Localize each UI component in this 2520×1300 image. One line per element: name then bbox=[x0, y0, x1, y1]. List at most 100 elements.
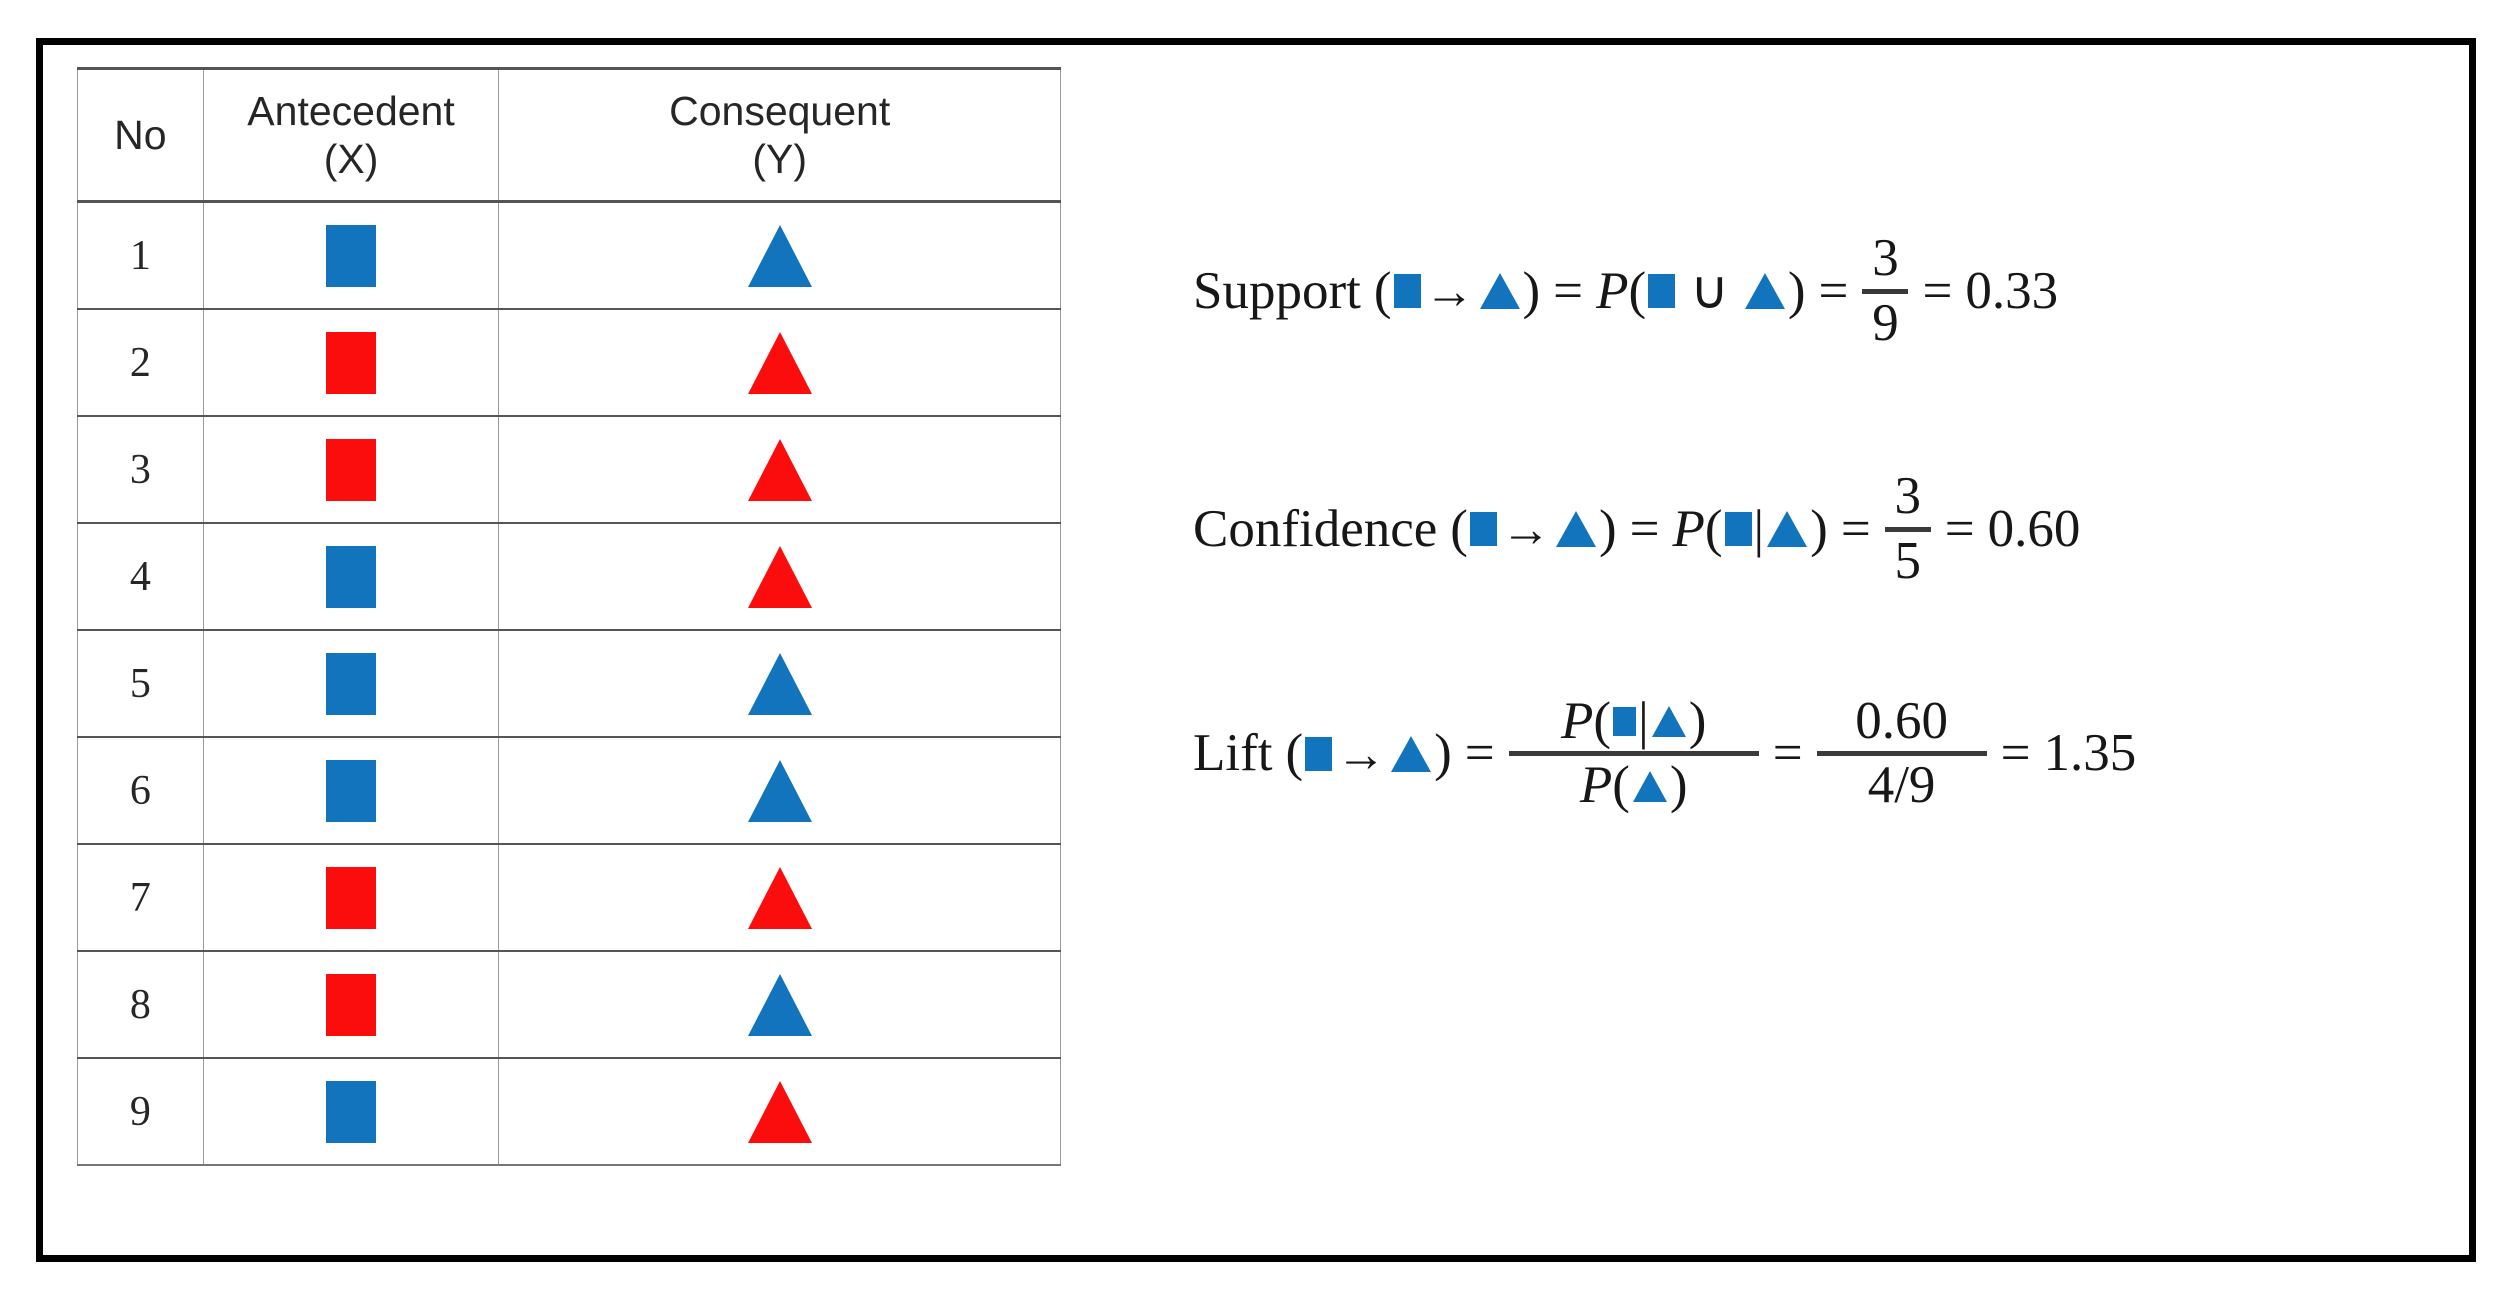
confidence-result: 0.60 bbox=[1987, 499, 2081, 558]
cell-antecedent bbox=[202, 736, 500, 845]
row-number-label: 4 bbox=[129, 553, 151, 600]
row-number-label: 3 bbox=[129, 446, 151, 493]
row-number-label: 9 bbox=[129, 1088, 151, 1135]
red-triangle-icon bbox=[747, 545, 812, 608]
lift-value-fraction: 0.60 4/9 bbox=[1816, 691, 1987, 814]
lift-den-close-paren: ) bbox=[1669, 756, 1688, 815]
cell-antecedent bbox=[202, 843, 500, 952]
confidence-fraction-denominator: 5 bbox=[1894, 531, 1921, 590]
blue-square-icon bbox=[1393, 274, 1421, 309]
red-square-icon bbox=[326, 438, 377, 501]
lift-value-numerator: 0.60 bbox=[1855, 691, 1948, 750]
figure-outer-frame: No Antecedent (X) Consequent (Y) 1 2 3 4 5 6 7… bbox=[36, 38, 2476, 1262]
consequent-shape bbox=[499, 738, 1060, 843]
confidence-equals-3: = bbox=[1944, 499, 1975, 558]
blue-triangle-icon bbox=[1391, 735, 1432, 772]
confidence-fraction: 3 5 bbox=[1884, 469, 1931, 590]
fraction-bar bbox=[1508, 751, 1759, 757]
blue-square-icon bbox=[1648, 274, 1676, 309]
formula-support: Support ( → ) = P ( ∪ ) = 3 9 = bbox=[1193, 229, 2443, 351]
cell-row-number: 4 bbox=[77, 522, 204, 631]
cell-consequent bbox=[498, 843, 1061, 952]
row-number-label: 5 bbox=[129, 660, 151, 707]
cell-row-number: 2 bbox=[77, 308, 204, 417]
cell-row-number: 7 bbox=[77, 843, 204, 952]
lift-result: 1.35 bbox=[2043, 724, 2137, 783]
lift-equals-3: = bbox=[2000, 724, 2031, 783]
cell-antecedent bbox=[202, 629, 500, 738]
cell-consequent bbox=[498, 308, 1061, 417]
support-open-paren: ( bbox=[1373, 261, 1392, 320]
antecedent-shape bbox=[204, 738, 499, 843]
support-p-open-paren: ( bbox=[1628, 261, 1647, 320]
lift-fraction-numerator: P ( | ) bbox=[1555, 691, 1712, 752]
lift-label: Lift bbox=[1193, 724, 1273, 783]
antecedent-shape bbox=[204, 631, 499, 736]
confidence-close-paren: ) bbox=[1598, 499, 1617, 558]
consequent-shape bbox=[499, 845, 1060, 950]
confidence-p-open-paren: ( bbox=[1704, 499, 1723, 558]
column-header-antecedent: Antecedent (X) bbox=[202, 67, 500, 203]
red-triangle-icon bbox=[747, 438, 812, 501]
support-close-paren: ) bbox=[1522, 261, 1541, 320]
cell-antecedent bbox=[202, 522, 500, 631]
blue-triangle-icon bbox=[747, 652, 812, 715]
antecedent-shape bbox=[204, 845, 499, 950]
support-arrow: → bbox=[1424, 263, 1475, 320]
blue-square-icon bbox=[326, 1080, 377, 1143]
column-header-no: No bbox=[77, 67, 204, 203]
fraction-bar bbox=[1884, 526, 1931, 532]
consequent-shape bbox=[499, 952, 1060, 1057]
fraction-bar bbox=[1816, 751, 1987, 757]
antecedent-shape bbox=[204, 203, 499, 308]
row-number-label: 8 bbox=[129, 981, 151, 1028]
blue-triangle-icon bbox=[1555, 511, 1596, 548]
table-row: 3 bbox=[77, 415, 1061, 524]
support-result: 0.33 bbox=[1965, 261, 2059, 320]
red-square-icon bbox=[326, 331, 377, 394]
blue-square-icon bbox=[326, 545, 377, 608]
blue-triangle-icon bbox=[1479, 273, 1520, 310]
table-row: 8 bbox=[77, 950, 1061, 1059]
antecedent-shape bbox=[204, 952, 499, 1057]
blue-square-icon bbox=[326, 759, 377, 822]
confidence-label: Confidence bbox=[1193, 499, 1438, 558]
confidence-open-paren: ( bbox=[1450, 499, 1468, 558]
column-header-antecedent-label: Antecedent bbox=[247, 87, 455, 134]
transactions-table: No Antecedent (X) Consequent (Y) 1 2 3 4 5 6 7… bbox=[77, 67, 1061, 1166]
lift-equals-1: = bbox=[1464, 724, 1495, 783]
cell-row-number: 1 bbox=[77, 200, 204, 310]
column-header-consequent: Consequent (Y) bbox=[498, 67, 1061, 203]
table-row: 6 bbox=[77, 736, 1061, 845]
blue-square-icon bbox=[326, 652, 377, 715]
lift-num-close-paren: ) bbox=[1688, 691, 1707, 750]
table-row: 4 bbox=[77, 522, 1061, 631]
table-row: 2 bbox=[77, 308, 1061, 417]
consequent-shape bbox=[499, 203, 1060, 308]
row-number-label: 1 bbox=[129, 232, 151, 279]
lift-num-given-symbol: | bbox=[1638, 691, 1649, 750]
lift-fraction-denominator: P ( ) bbox=[1574, 756, 1694, 814]
column-header-consequent-sub: (Y) bbox=[752, 136, 807, 182]
cell-antecedent bbox=[202, 415, 500, 524]
cell-consequent bbox=[498, 1057, 1061, 1166]
formulas-panel: Support ( → ) = P ( ∪ ) = 3 9 = bbox=[1193, 195, 2443, 814]
consequent-shape bbox=[499, 631, 1060, 736]
table-header-row: No Antecedent (X) Consequent (Y) bbox=[77, 67, 1061, 203]
support-union-symbol: ∪ bbox=[1690, 261, 1729, 320]
consequent-shape bbox=[499, 417, 1060, 522]
antecedent-shape bbox=[204, 1059, 499, 1164]
support-fraction: 3 9 bbox=[1862, 229, 1909, 351]
table-row: 9 bbox=[77, 1057, 1061, 1166]
table-body: 1 2 3 4 5 6 7 8 9 bbox=[77, 200, 1061, 1166]
cell-row-number: 8 bbox=[77, 950, 204, 1059]
lift-den-open-paren: ( bbox=[1612, 756, 1630, 815]
cell-consequent bbox=[498, 522, 1061, 631]
blue-triangle-icon bbox=[747, 973, 812, 1036]
support-fraction-numerator: 3 bbox=[1872, 229, 1899, 287]
cell-consequent bbox=[498, 950, 1061, 1059]
antecedent-shape bbox=[204, 310, 499, 415]
red-square-icon bbox=[326, 973, 377, 1036]
lift-arrow: → bbox=[1336, 725, 1387, 782]
row-number-label: 6 bbox=[129, 767, 151, 814]
